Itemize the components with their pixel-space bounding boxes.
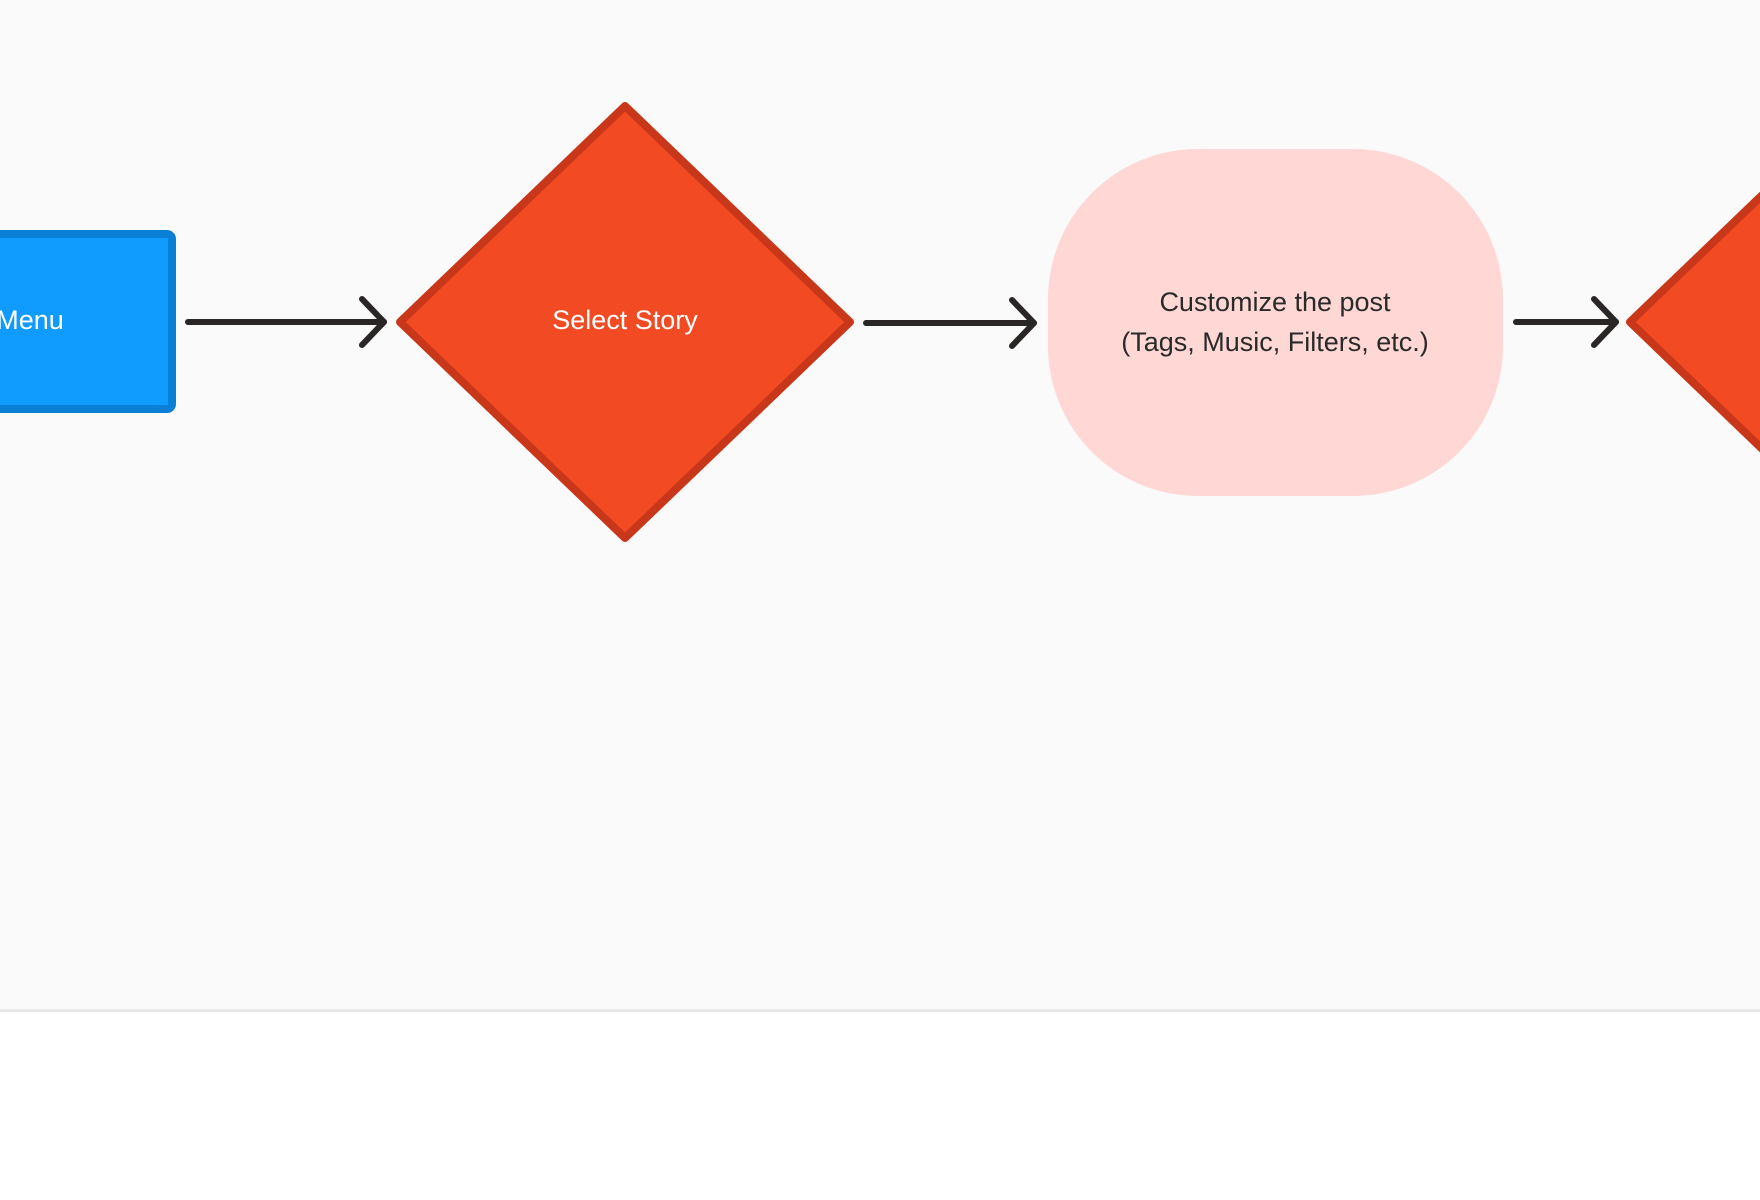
node-select-story[interactable]: Select Story bbox=[396, 102, 854, 542]
node-next-decision-shape bbox=[1626, 191, 1760, 453]
flowchart: Menu Select Story Customize the post (Ta… bbox=[0, 102, 1760, 542]
node-customize-post-label-line1: Customize the post bbox=[1159, 287, 1391, 317]
node-next-decision[interactable] bbox=[1626, 106, 1760, 538]
arrow-menu-to-select-story[interactable] bbox=[185, 296, 387, 348]
arrow-right-icon bbox=[359, 296, 387, 348]
arrow-right-icon bbox=[1591, 296, 1619, 348]
node-customize-post-shape bbox=[1048, 149, 1503, 496]
arrow-right-icon bbox=[1009, 297, 1037, 349]
node-select-story-shape bbox=[396, 102, 854, 542]
canvas-divider bbox=[0, 1009, 1760, 1012]
arrow-customize-to-next[interactable] bbox=[1513, 296, 1619, 348]
arrow-select-story-to-customize[interactable] bbox=[863, 297, 1037, 349]
node-customize-post-label-line2: (Tags, Music, Filters, etc.) bbox=[1121, 327, 1429, 357]
node-customize-post[interactable]: Customize the post (Tags, Music, Filters… bbox=[1048, 149, 1503, 496]
diagram-canvas[interactable]: Menu Select Story Customize the post (Ta… bbox=[0, 0, 1760, 1009]
node-menu-label: Menu bbox=[0, 305, 64, 335]
node-menu-shape bbox=[0, 230, 176, 413]
node-select-story-label: Select Story bbox=[552, 305, 698, 335]
node-menu[interactable]: Menu bbox=[0, 230, 176, 413]
below-canvas-area bbox=[0, 1012, 1760, 1200]
